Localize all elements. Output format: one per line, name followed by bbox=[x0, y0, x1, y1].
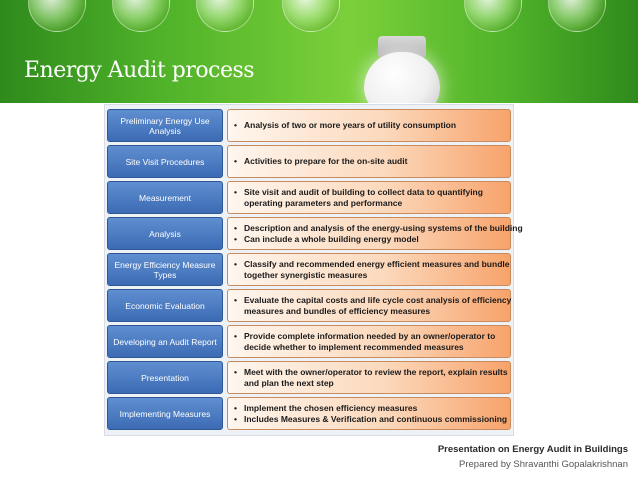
process-row: Economic Evaluation Evaluate the capital… bbox=[107, 289, 511, 322]
lightbulb-icon bbox=[112, 0, 170, 32]
description-bullet: Activities to prepare for the on-site au… bbox=[234, 156, 504, 167]
stage-description: Evaluate the capital costs and life cycl… bbox=[227, 289, 511, 322]
description-continuation: decide whether to implement recommended … bbox=[234, 342, 504, 353]
lightbulb-icon bbox=[548, 0, 606, 32]
continuation-text: and plan the next step bbox=[244, 377, 334, 388]
footer-author: Prepared by Shravanthi Gopalakrishnan bbox=[459, 459, 628, 470]
stage-description: Analysis of two or more years of utility… bbox=[227, 109, 511, 142]
description-continuation: and plan the next step bbox=[234, 378, 504, 389]
stage-label: Energy Efficiency Measure Types bbox=[107, 253, 223, 286]
lightbulb-icon bbox=[282, 0, 340, 32]
process-row: Site Visit Procedures Activities to prep… bbox=[107, 145, 511, 178]
slide-title: Energy Audit process bbox=[24, 58, 255, 83]
stage-description: Implement the chosen efficiency measures… bbox=[227, 397, 511, 430]
footer-presentation-title: Presentation on Energy Audit in Building… bbox=[437, 444, 628, 455]
stage-label: Economic Evaluation bbox=[107, 289, 223, 322]
continuation-text: together synergistic measures bbox=[244, 269, 368, 280]
continuation-text: decide whether to implement recommended … bbox=[244, 341, 464, 352]
process-row: Measurement Site visit and audit of buil… bbox=[107, 181, 511, 214]
lightbulb-icon bbox=[196, 0, 254, 32]
lightbulb-icon bbox=[28, 0, 86, 32]
description-bullet: Meet with the owner/operator to review t… bbox=[234, 367, 508, 378]
description-bullet: Provide complete information needed by a… bbox=[234, 331, 504, 342]
process-row: Implementing Measures Implement the chos… bbox=[107, 397, 511, 430]
audit-process-table: Preliminary Energy Use Analysis Analysis… bbox=[104, 104, 523, 436]
description-bullet: Classify and recommended energy efficien… bbox=[234, 259, 509, 270]
continuation-text: measures and bundles of efficiency measu… bbox=[244, 305, 431, 316]
stage-label: Preliminary Energy Use Analysis bbox=[107, 109, 223, 142]
title-banner: Energy Audit process bbox=[0, 0, 638, 103]
stage-description: Site visit and audit of building to coll… bbox=[227, 181, 511, 214]
description-bullet: Includes Measures & Verification and con… bbox=[234, 414, 507, 425]
stage-label: Measurement bbox=[107, 181, 223, 214]
process-row: Analysis Description and analysis of the… bbox=[107, 217, 523, 250]
stage-description: Meet with the owner/operator to review t… bbox=[227, 361, 511, 394]
process-row: Developing an Audit Report Provide compl… bbox=[107, 325, 511, 358]
description-bullet: Implement the chosen efficiency measures bbox=[234, 403, 504, 414]
stage-label: Implementing Measures bbox=[107, 397, 223, 430]
stage-label: Developing an Audit Report bbox=[107, 325, 223, 358]
stage-description: Provide complete information needed by a… bbox=[227, 325, 511, 358]
stage-label: Presentation bbox=[107, 361, 223, 394]
process-row: Energy Efficiency Measure Types Classify… bbox=[107, 253, 511, 286]
stage-description: Activities to prepare for the on-site au… bbox=[227, 145, 511, 178]
description-continuation: operating parameters and performance bbox=[234, 198, 504, 209]
continuation-text: operating parameters and performance bbox=[244, 197, 403, 208]
process-row: Presentation Meet with the owner/operato… bbox=[107, 361, 511, 394]
stage-description: Classify and recommended energy efficien… bbox=[227, 253, 511, 286]
stage-description: Description and analysis of the energy-u… bbox=[227, 217, 523, 250]
description-bullet: Can include a whole building energy mode… bbox=[234, 234, 504, 245]
description-bullet: Evaluate the capital costs and life cycl… bbox=[234, 295, 511, 306]
description-continuation: together synergistic measures bbox=[234, 270, 504, 281]
lightbulb-icon bbox=[464, 0, 522, 32]
description-bullet: Analysis of two or more years of utility… bbox=[234, 120, 504, 131]
process-row: Preliminary Energy Use Analysis Analysis… bbox=[107, 109, 511, 142]
stage-label: Site Visit Procedures bbox=[107, 145, 223, 178]
stage-label: Analysis bbox=[107, 217, 223, 250]
description-bullet: Site visit and audit of building to coll… bbox=[234, 187, 504, 198]
description-bullet: Description and analysis of the energy-u… bbox=[234, 223, 523, 234]
lightbulb-icon bbox=[364, 52, 440, 103]
description-continuation: measures and bundles of efficiency measu… bbox=[234, 306, 504, 317]
